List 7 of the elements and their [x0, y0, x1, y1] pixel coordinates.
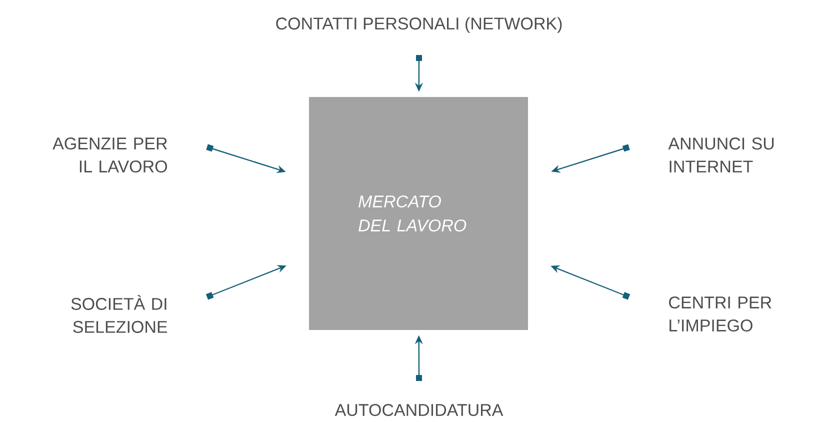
source-label: AUTOCANDIDATURA — [334, 404, 504, 416]
source-label: CONTATTI PERSONALI (NETWORK) — [276, 17, 562, 33]
source-label: ANNUNCI SU INTERNET — [668, 138, 774, 172]
source-label: CENTRI PER L’IMPIEGO — [669, 296, 772, 332]
market-box: MERCATO DEL LAVORO — [309, 97, 528, 330]
source-label: AGENZIE PER IL LAVORO — [52, 137, 168, 173]
source-label: SOCIETÀ DI SELEZIONE — [71, 295, 168, 333]
